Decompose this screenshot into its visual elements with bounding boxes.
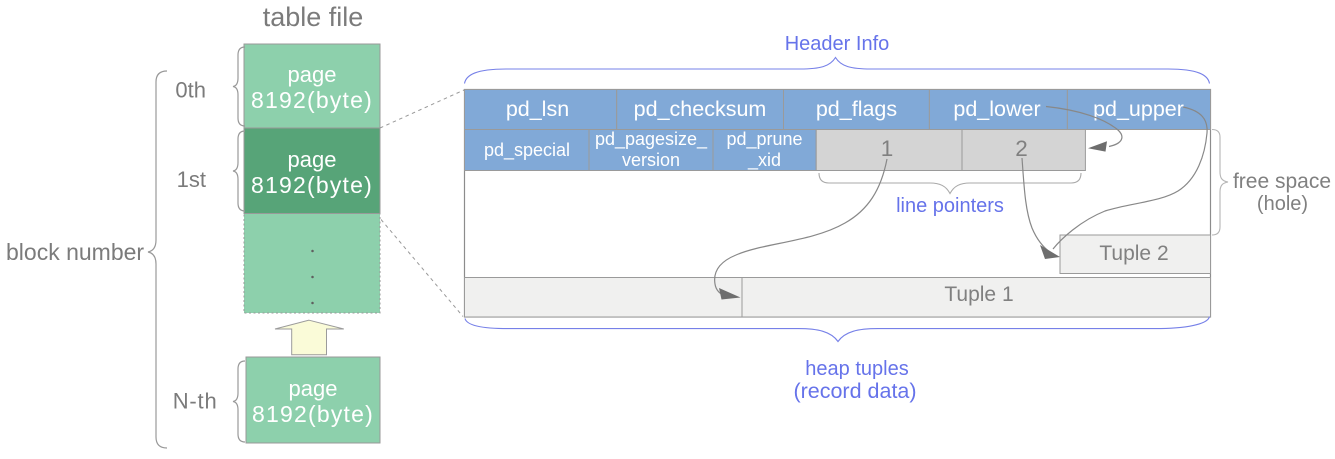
svg-text:block number: block number	[6, 239, 144, 265]
svg-text:1st: 1st	[177, 167, 206, 192]
svg-text:page: page	[289, 376, 338, 401]
svg-text:line pointers: line pointers	[896, 195, 1004, 217]
svg-text:page: page	[288, 62, 337, 87]
svg-text:table file: table file	[263, 2, 364, 32]
svg-text:Header Info: Header Info	[785, 33, 890, 55]
svg-text:pd_lsn: pd_lsn	[506, 97, 569, 121]
svg-text:Tuple 1: Tuple 1	[944, 283, 1013, 306]
svg-text:2: 2	[1015, 136, 1028, 161]
svg-text:pd_flags: pd_flags	[816, 97, 897, 121]
svg-text:free space: free space	[1233, 170, 1331, 193]
svg-text:8192(byte): 8192(byte)	[251, 87, 373, 113]
svg-text:pd_lower: pd_lower	[953, 97, 1040, 121]
svg-text:pd_upper: pd_upper	[1093, 97, 1184, 121]
svg-text:0th: 0th	[175, 78, 206, 103]
svg-text:8192(byte): 8192(byte)	[251, 172, 373, 198]
svg-text:heap tuples: heap tuples	[805, 358, 908, 380]
svg-text:_xid: _xid	[747, 150, 781, 171]
svg-text:pd_checksum: pd_checksum	[634, 97, 767, 121]
svg-text:pd_special: pd_special	[484, 140, 570, 161]
svg-text:(hole): (hole)	[1257, 193, 1308, 215]
svg-text:8192(byte): 8192(byte)	[252, 401, 374, 427]
svg-text:Tuple 2: Tuple 2	[1099, 242, 1168, 265]
svg-text:1: 1	[881, 136, 894, 161]
svg-text:pd_pagesize_: pd_pagesize_	[595, 129, 708, 150]
svg-text:version: version	[622, 150, 680, 170]
svg-text:pd_prune: pd_prune	[726, 129, 802, 150]
svg-text:N-th: N-th	[173, 389, 218, 414]
svg-text:(record data): (record data)	[793, 379, 916, 403]
svg-text:page: page	[288, 147, 337, 172]
